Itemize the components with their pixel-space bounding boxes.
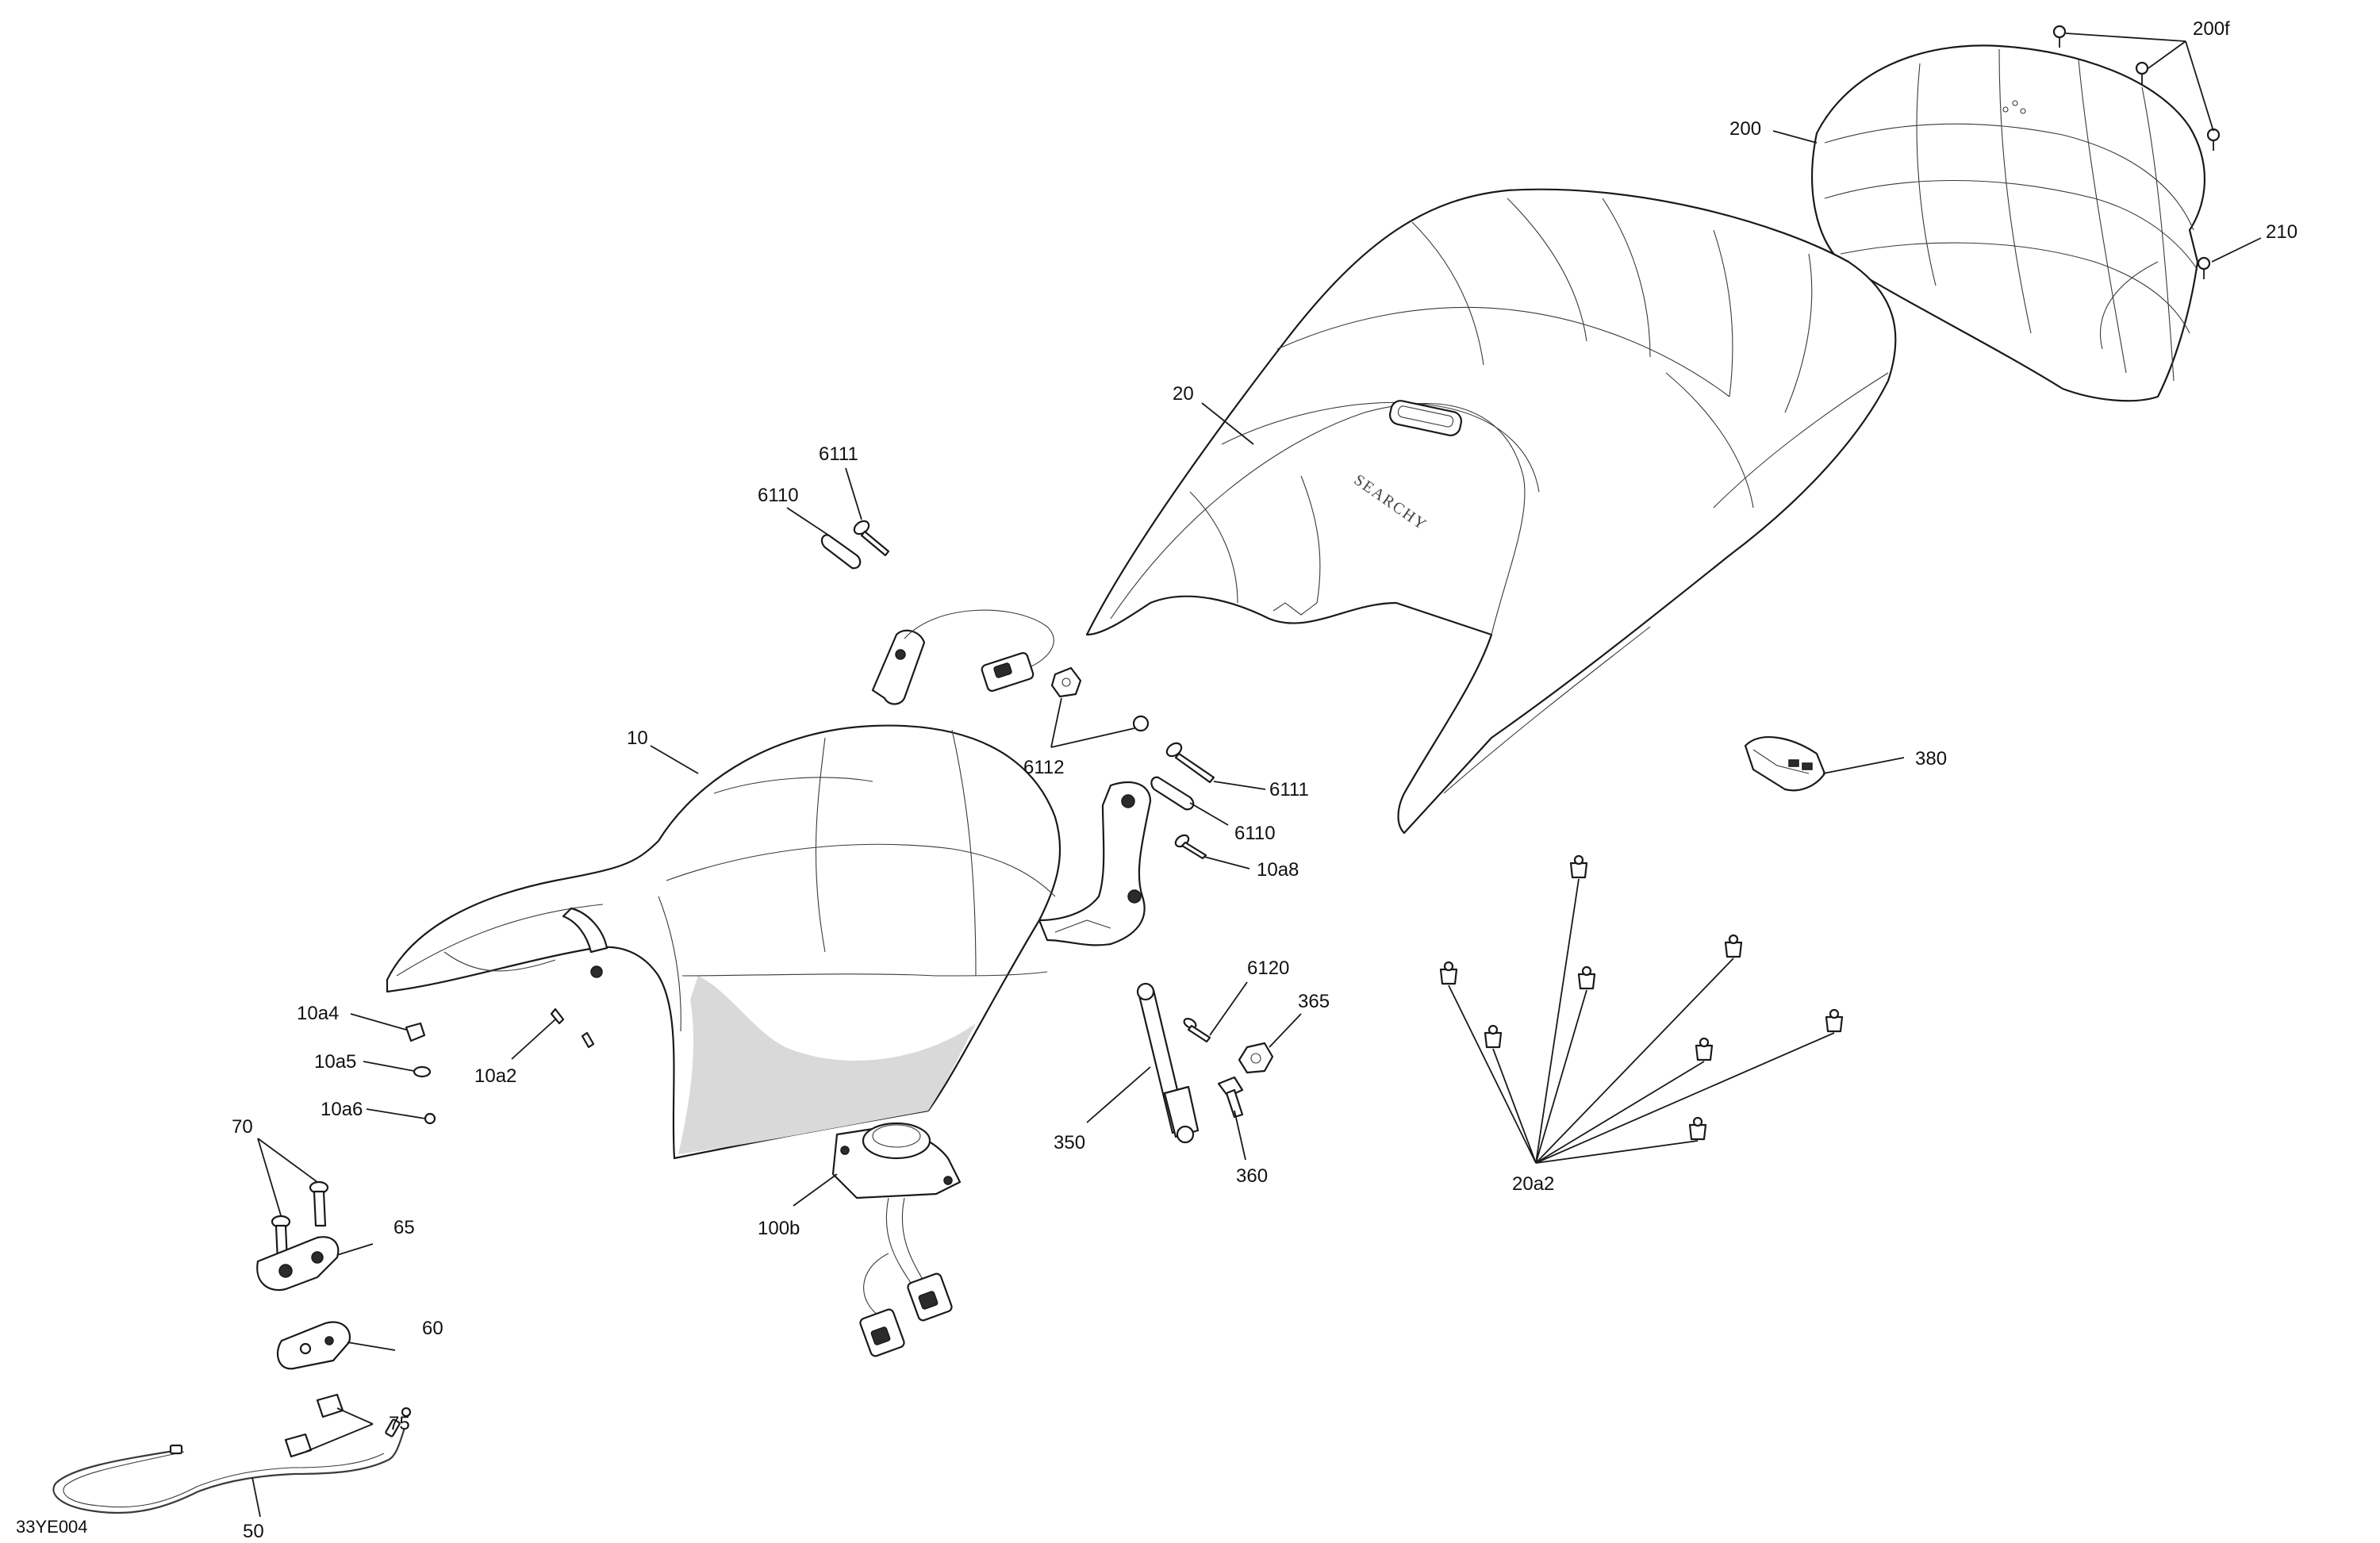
grommet-20a2[interactable]: [1439, 854, 1844, 1141]
gas-strut-350[interactable]: [1136, 982, 1200, 1144]
nut-6112[interactable]: [1050, 666, 1082, 698]
callout-365: 365: [1298, 991, 1330, 1012]
driver-seat-part-10[interactable]: [386, 724, 1061, 1160]
callout-20: 20: [1173, 383, 1194, 405]
callout-50: 50: [243, 1521, 264, 1542]
nut-365[interactable]: [1238, 1042, 1274, 1074]
bolt-6120[interactable]: [1183, 1017, 1211, 1043]
pin-360[interactable]: [1217, 1076, 1244, 1119]
callout-6110-right: 6110: [1234, 823, 1276, 844]
nut-10a6[interactable]: [424, 1112, 436, 1125]
bolt-6111-right[interactable]: [1132, 715, 1215, 784]
callout-100b: 100b: [758, 1218, 800, 1239]
screw-210[interactable]: [2197, 256, 2211, 279]
backrest-part-200[interactable]: [1811, 44, 2206, 402]
callout-10a6: 10a6: [321, 1099, 363, 1120]
callout-6110-top: 6110: [758, 485, 799, 506]
callout-10: 10: [627, 727, 648, 749]
callout-6120: 6120: [1247, 958, 1289, 979]
bolt-6111-top[interactable]: [852, 519, 890, 557]
pin-10a2[interactable]: [550, 1008, 595, 1049]
latch-60[interactable]: [276, 1321, 351, 1370]
cable-50[interactable]: [52, 1407, 412, 1514]
spacer-6110-top[interactable]: [820, 534, 862, 570]
leader-lines: [251, 33, 2262, 1518]
callout-210: 210: [2266, 221, 2297, 243]
speaker-100b[interactable]: [831, 1122, 962, 1357]
callout-200f: 200f: [2193, 18, 2230, 40]
callout-10a2: 10a2: [474, 1065, 516, 1087]
drawing-code: 33YE004: [16, 1517, 88, 1537]
callout-350: 350: [1054, 1132, 1085, 1153]
callout-10a4: 10a4: [297, 1003, 339, 1024]
screw-200f[interactable]: [2052, 25, 2221, 151]
callout-380: 380: [1915, 748, 1947, 770]
clip-10a4[interactable]: [405, 1022, 426, 1042]
clip-75[interactable]: [284, 1393, 344, 1458]
callout-20a2: 20a2: [1512, 1173, 1554, 1195]
callout-360: 360: [1236, 1165, 1268, 1187]
module-380[interactable]: [1744, 736, 1826, 792]
callout-10a5: 10a5: [314, 1051, 356, 1073]
callout-6112: 6112: [1023, 757, 1065, 778]
screw-10a8[interactable]: [1173, 833, 1207, 860]
callout-labels: 200f 200 210 20 6111 6110 6112 6111 6110…: [16, 18, 2297, 1542]
callout-200: 200: [1729, 118, 1761, 140]
passenger-seat-part-20[interactable]: SEARCHY: [1085, 188, 1897, 835]
callout-6111-right: 6111: [1269, 779, 1309, 800]
callout-75: 75: [389, 1413, 410, 1434]
upper-bracket-harness[interactable]: [871, 609, 1054, 705]
callout-65: 65: [393, 1217, 415, 1238]
seat-bracket[interactable]: [1038, 781, 1152, 946]
callout-10a8: 10a8: [1257, 859, 1299, 881]
callout-60: 60: [422, 1318, 443, 1339]
bracket-65[interactable]: [256, 1236, 340, 1292]
callout-70: 70: [232, 1116, 253, 1138]
spacer-6110-right[interactable]: [1150, 776, 1195, 811]
washer-10a5[interactable]: [413, 1065, 432, 1078]
callout-6111-top: 6111: [819, 443, 858, 465]
